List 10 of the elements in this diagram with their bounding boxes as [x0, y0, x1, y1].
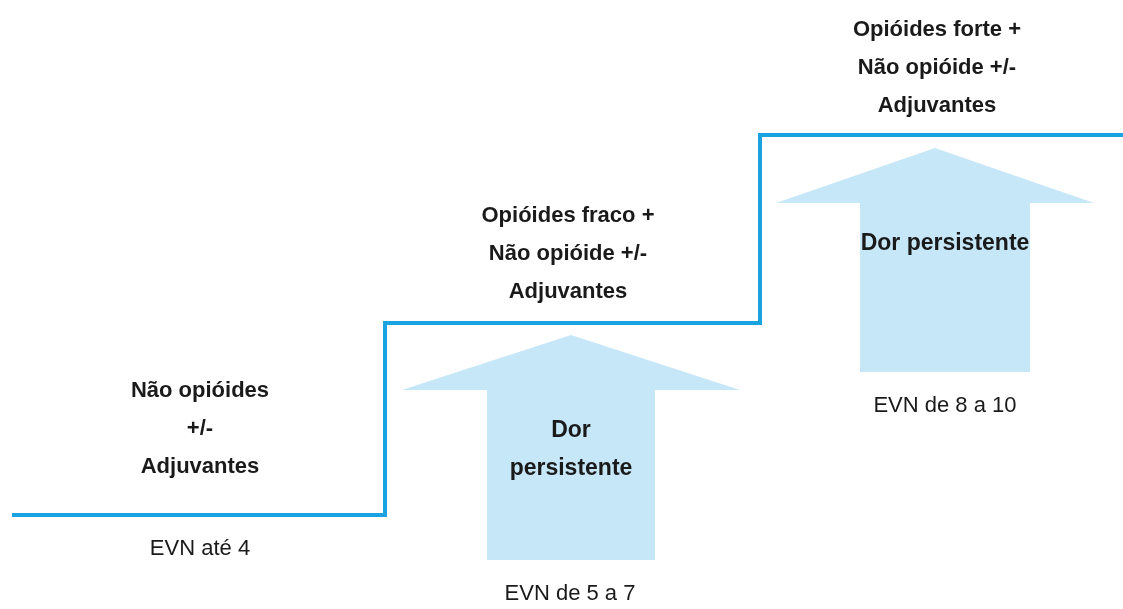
block-arrow — [402, 335, 740, 560]
step-label: Não opióides +/- Adjuvantes — [129, 376, 271, 480]
arrow-label: Dor persistente — [860, 228, 1030, 257]
step-label: Opióides forte + Não opióide +/- Adjuvantes — [851, 15, 1023, 119]
step-label: Opióides fraco + Não opióide +/- Adjuvantes — [480, 201, 656, 305]
range-label: EVN de 8 a 10 — [872, 391, 1018, 419]
range-label: EVN até 4 — [148, 534, 252, 562]
block-arrow — [776, 148, 1094, 372]
arrow-label: Dor persistente — [508, 415, 634, 482]
range-label: EVN de 5 a 7 — [503, 579, 637, 607]
